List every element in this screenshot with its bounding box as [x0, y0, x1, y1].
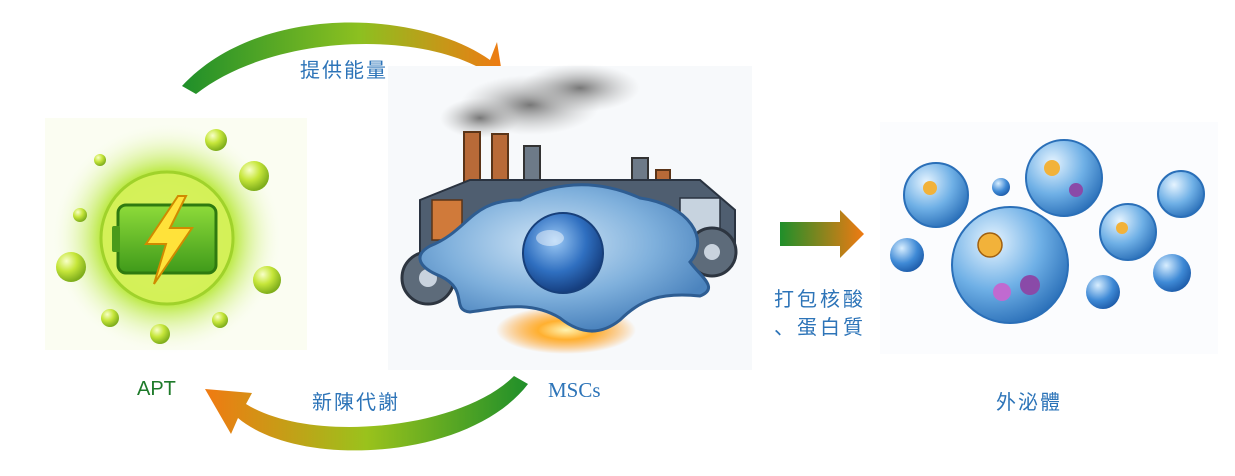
exosome-label: 外泌體: [996, 386, 1062, 415]
mscs-label: MSCs: [548, 378, 601, 403]
battery-lightning-icon: [45, 118, 307, 356]
metabolism-label: 新陳代謝: [312, 386, 400, 415]
exosome-vesicles-icon: [880, 122, 1218, 354]
provide-energy-label: 提供能量: [300, 54, 388, 83]
package-arrow: [780, 210, 864, 258]
cell-factory-icon: [388, 64, 752, 370]
package-label-line1: 打包核酸: [774, 283, 866, 312]
package-label-line2: 、蛋白質: [774, 311, 866, 340]
apt-label: APT: [137, 378, 176, 401]
